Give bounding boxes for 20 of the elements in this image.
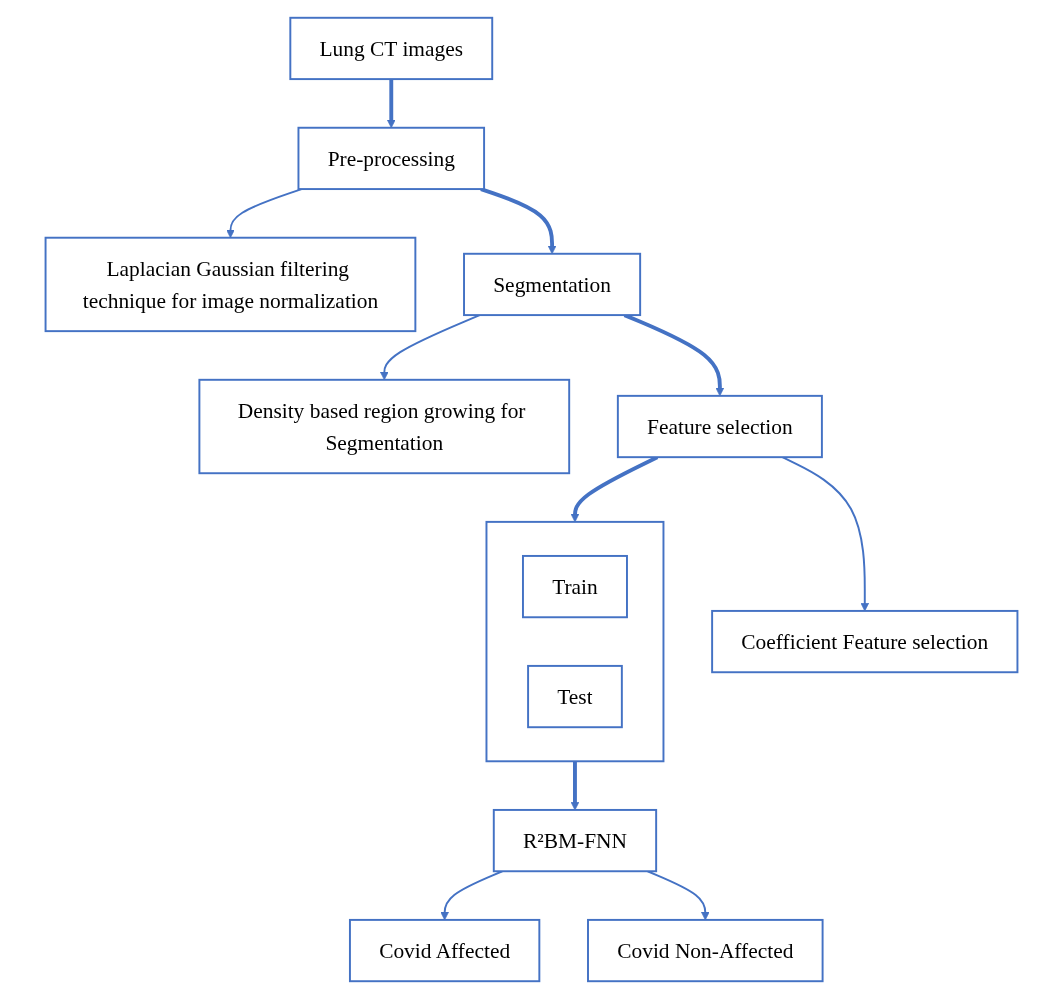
node-box: Segmentation — [463, 252, 642, 317]
node-box: Coefficient Feature selection — [711, 609, 1019, 674]
arrow — [440, 870, 504, 921]
node-box: Laplacian Gaussian filtering technique for image normalization — [44, 236, 417, 333]
node-box: Test — [527, 664, 623, 729]
node-box: Feature selection — [616, 394, 823, 459]
node-box: R²BM-FNN — [492, 808, 658, 873]
arrow — [781, 456, 870, 612]
arrow — [570, 761, 580, 811]
node-box: Train — [522, 554, 628, 619]
arrow — [480, 187, 557, 255]
node-box: Pre-processing — [297, 126, 486, 191]
node-box: Lung CT images — [289, 16, 494, 81]
node-box: Covid Affected — [348, 918, 541, 983]
arrow — [387, 79, 396, 129]
node-box: Covid Non-Affected — [587, 918, 824, 983]
node-box: Density based region growing for Segmentation — [198, 378, 571, 475]
cluster — [485, 520, 665, 763]
arrow — [646, 870, 710, 921]
arrow — [380, 314, 481, 381]
